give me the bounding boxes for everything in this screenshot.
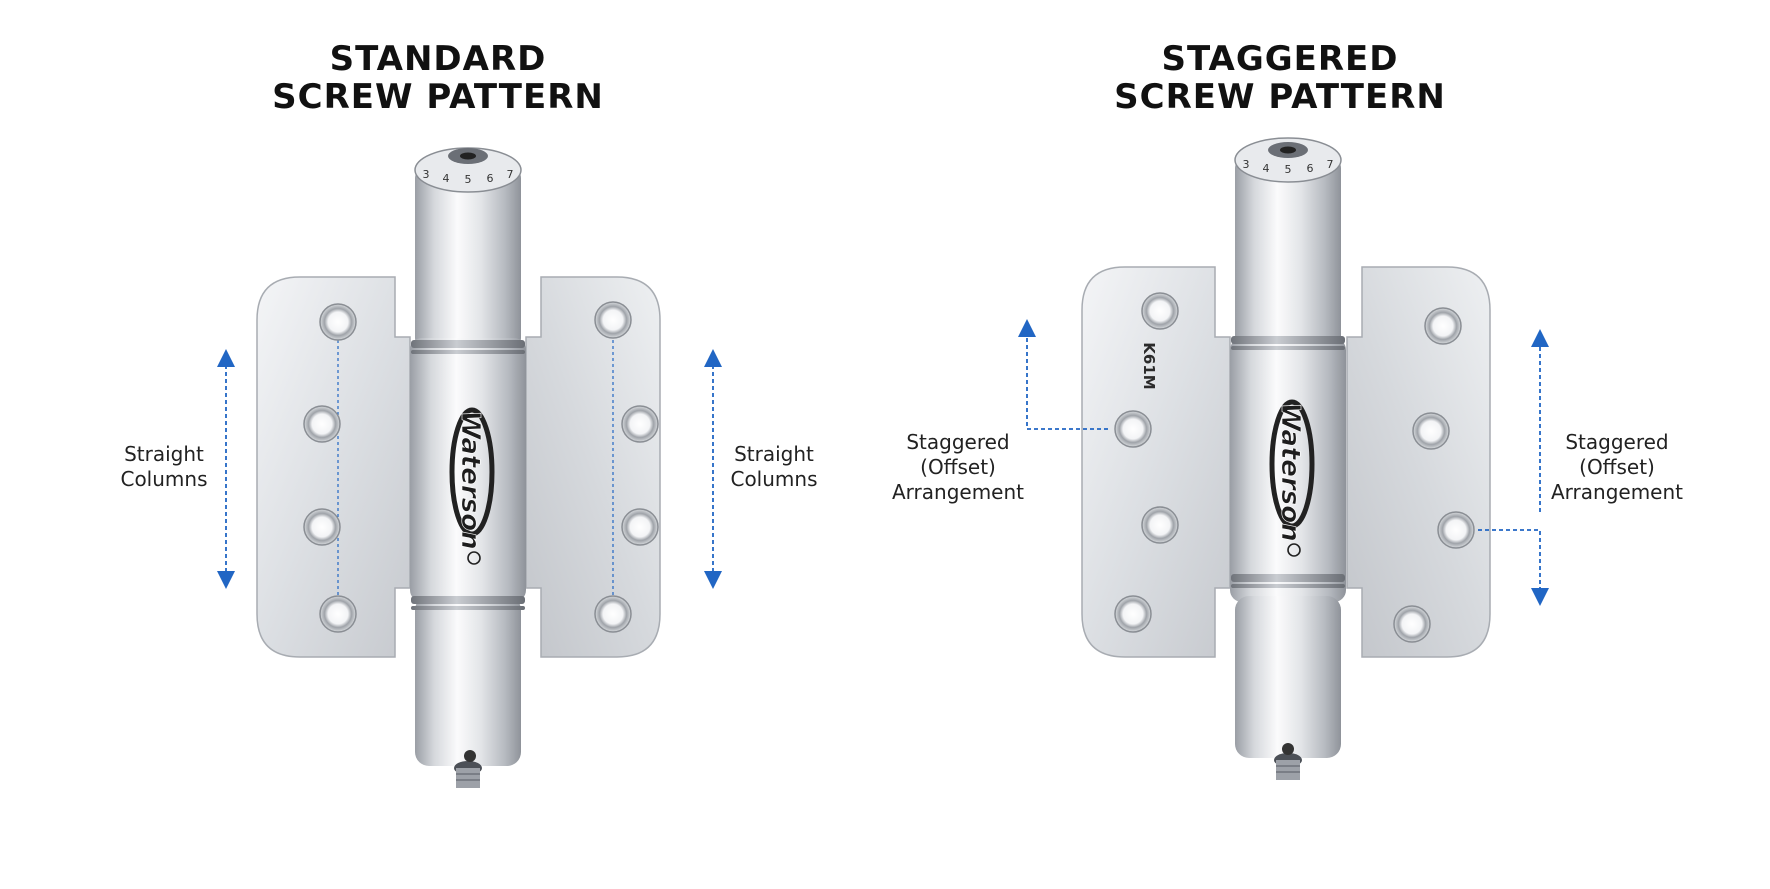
staggered-barrel-top: [1235, 158, 1341, 348]
label-line: Arrangement: [1550, 480, 1683, 504]
staggered-right-leaf: [1346, 266, 1491, 658]
label-line: (Offset): [1579, 455, 1655, 479]
screw-hole: [1437, 511, 1475, 549]
brand-text: Waterson: [1275, 402, 1305, 541]
staggered-title-line1: STAGGERED: [1161, 39, 1399, 79]
staggered-ring: [1231, 346, 1345, 350]
standard-barrel-bottom: [415, 596, 521, 766]
screw-hole: [1424, 307, 1462, 345]
label-line: Columns: [730, 467, 818, 491]
label-line: Straight: [124, 442, 204, 466]
label-line: Staggered: [906, 430, 1010, 454]
label-line: Columns: [120, 467, 208, 491]
screw-hole: [303, 405, 341, 443]
screw-hole: [303, 508, 341, 546]
standard-barrel-top: [415, 168, 521, 348]
screw-hole: [1141, 506, 1179, 544]
standard-left-leaf: [256, 276, 411, 658]
dial-number: 4: [1263, 162, 1270, 175]
staggered-title: STAGGERED SCREW PATTERN: [1040, 40, 1520, 116]
screw-hole: [1114, 410, 1152, 448]
staggered-hinge: K61M 3 4 5 6 7 Waterson: [1081, 137, 1491, 780]
screw-hole: [319, 595, 357, 633]
label-line: (Offset): [920, 455, 996, 479]
dial-number: 5: [465, 173, 472, 186]
standard-ring: [411, 340, 525, 348]
brand-text: Waterson: [455, 410, 485, 549]
staggered-right-leader: [1478, 529, 1549, 606]
staggered-left-leaf: [1081, 266, 1231, 658]
label-line: Arrangement: [891, 480, 1024, 504]
dial-number: 3: [1243, 158, 1250, 171]
standard-right-label: Straight Columns: [694, 442, 854, 492]
label-line: Straight: [734, 442, 814, 466]
screw-hole: [594, 301, 632, 339]
staggered-screw-holes: [1114, 292, 1475, 643]
dial-number: 5: [1285, 163, 1292, 176]
screw-hole: [621, 405, 659, 443]
dial-number: 6: [487, 172, 494, 185]
staggered-ring: [1231, 584, 1345, 588]
staggered-left-label: Staggered (Offset) Arrangement: [878, 430, 1038, 505]
standard-barrel-middle: [410, 338, 526, 602]
screw-hole: [1114, 595, 1152, 633]
screw-hole: [594, 595, 632, 633]
staggered-barrel-middle: [1230, 338, 1346, 602]
staggered-right-label: Staggered (Offset) Arrangement: [1537, 430, 1697, 505]
dial-number: 6: [1307, 162, 1314, 175]
screw-hole: [1141, 292, 1179, 330]
staggered-title-line2: SCREW PATTERN: [1114, 77, 1446, 117]
dial-number: 4: [443, 172, 450, 185]
standard-screw-holes: [303, 301, 659, 633]
standard-ring: [411, 596, 525, 604]
screw-hole: [1393, 605, 1431, 643]
annotation-arrows: [217, 319, 1549, 606]
standard-left-label: Straight Columns: [84, 442, 244, 492]
standard-ring: [411, 606, 525, 610]
dial-number: 7: [507, 168, 514, 181]
staggered-dial: [1234, 137, 1342, 183]
standard-right-leaf: [525, 276, 661, 658]
model-mark: K61M: [1140, 342, 1158, 389]
screw-hole: [319, 303, 357, 341]
standard-ring: [411, 350, 525, 354]
screw-hole: [1412, 412, 1450, 450]
screw-hole: [621, 508, 659, 546]
standard-hinge: 3 4 5 6 7 Waterson: [256, 147, 661, 788]
label-line: Staggered: [1565, 430, 1669, 454]
standard-title-line2: SCREW PATTERN: [272, 77, 604, 117]
staggered-brand-logo: Waterson: [1269, 399, 1315, 557]
staggered-left-leader: [1018, 319, 1108, 430]
dial-number: 3: [423, 168, 430, 181]
standard-brand-logo: Waterson: [449, 407, 495, 565]
dial-number: 7: [1327, 158, 1334, 171]
staggered-ring: [1231, 574, 1345, 582]
standard-title-line1: STANDARD: [329, 39, 547, 79]
staggered-barrel-bottom: [1235, 596, 1341, 758]
staggered-ring: [1231, 336, 1345, 344]
standard-title: STANDARD SCREW PATTERN: [198, 40, 678, 116]
